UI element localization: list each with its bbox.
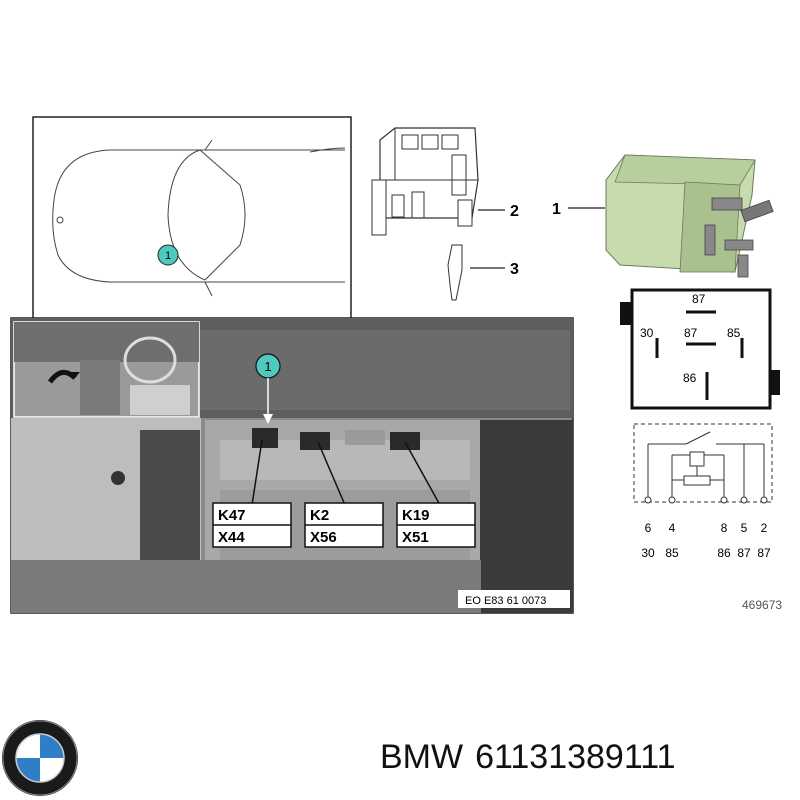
label-bottom-text: X44 (218, 529, 245, 546)
label-bottom-text: X51 (402, 529, 429, 546)
bmw-logo (2, 720, 78, 796)
schematic-pin-terminal: 30 (641, 546, 655, 560)
schematic-pin-number: 4 (669, 521, 676, 535)
diagram-number: 469673 (742, 598, 783, 612)
part-caption: BMW 61131389111 (380, 738, 688, 777)
photo-location-marker: 1 (255, 353, 281, 424)
schematic-pin-terminal: 87 (757, 546, 771, 560)
pin-label-right: 85 (727, 326, 741, 340)
housing-callout: 2 (510, 203, 519, 220)
label-top-text: K19 (402, 507, 430, 524)
photo-code: EO E83 61 0073 (465, 595, 546, 607)
schematic-pin-number: 6 (645, 521, 652, 535)
relay-terminal: 3 (447, 244, 519, 301)
label-bottom-text: X56 (310, 529, 337, 546)
photo-marker-number: 1 (264, 359, 271, 374)
label-top-text: K47 (218, 507, 246, 524)
schematic-pin-number: 5 (741, 521, 748, 535)
relay-socket-housing: 2 (371, 127, 519, 236)
car-location-inset: 1 (32, 116, 352, 328)
relay-pin-layout: 87 30 87 85 86 (620, 288, 780, 410)
schematic-pin-terminal: 85 (665, 546, 679, 560)
label-top-text: K2 (310, 507, 329, 524)
label-k19-x51: K19 X51 (396, 502, 476, 548)
schematic-pin-terminal: 87 (737, 546, 751, 560)
pin-label-bottom: 86 (683, 371, 697, 385)
pin-label-left: 30 (640, 326, 654, 340)
interior-inset (13, 321, 200, 418)
schematic-pin-number: 8 (721, 521, 728, 535)
relay-illustration: 1 (552, 154, 774, 278)
car-location-marker: 1 (157, 244, 179, 266)
pin-label-center: 87 (684, 326, 698, 340)
schematic-pin-number: 2 (761, 521, 768, 535)
brand-name: BMW (380, 738, 464, 776)
label-k47-x44: K47 X44 (212, 502, 292, 548)
schematic-pin-terminal: 86 (717, 546, 731, 560)
label-k2-x56: K2 X56 (304, 502, 384, 548)
relay-schematic: 6 4 8 5 2 30 85 86 87 87 (633, 423, 773, 560)
terminal-callout: 3 (510, 261, 519, 278)
relay-callout: 1 (552, 201, 561, 218)
pin-label-top: 87 (692, 292, 706, 306)
car-marker-number: 1 (165, 250, 171, 262)
install-location-photo: 1 K47 X44 K2 X56 K19 X51 EO E83 (10, 317, 574, 614)
part-number: 61131389111 (475, 738, 676, 776)
